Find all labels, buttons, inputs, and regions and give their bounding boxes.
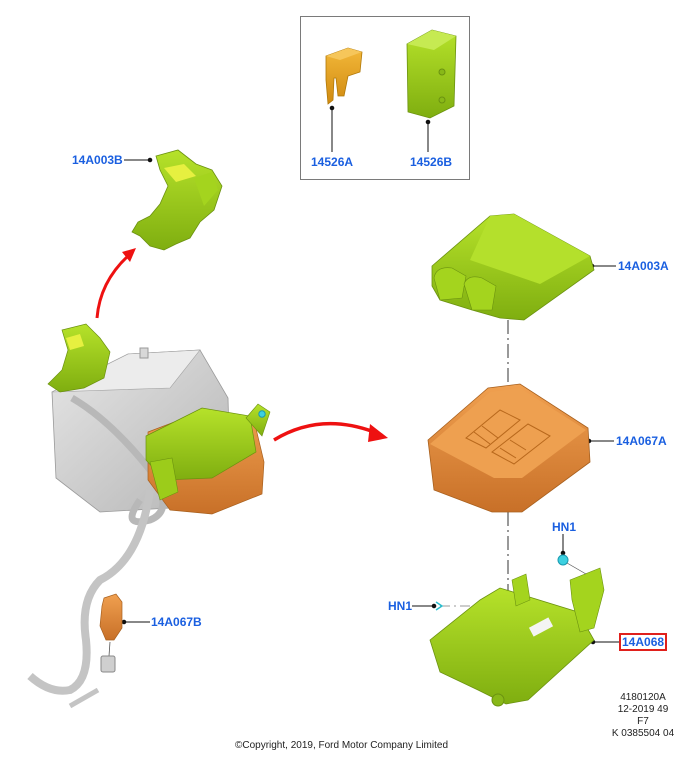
callout-14a067a[interactable]: 14A067A — [616, 434, 667, 448]
small-cover-part — [131, 149, 223, 251]
callout-14a068-highlighted[interactable]: 14A068 — [618, 633, 668, 651]
reference-line-3: F7 — [637, 716, 649, 727]
cartridge-fuse-part — [406, 29, 457, 119]
mini-fuse-part — [325, 47, 363, 105]
explode-arrow-right — [273, 421, 388, 442]
relay-connector-part — [99, 593, 123, 673]
callout-14a067b[interactable]: 14A067B — [151, 615, 202, 629]
fuse-box-part — [427, 383, 591, 513]
callout-14a003b[interactable]: 14A003B — [72, 153, 123, 167]
callout-14a003a[interactable]: 14A003A — [618, 259, 669, 273]
reference-code: 4180120A 12-2019 49 F7 K 0385504 04 — [598, 692, 683, 740]
fuse-inset-frame — [300, 16, 470, 180]
callout-hn1-top[interactable]: HN1 — [552, 520, 577, 534]
copyright-notice: ©Copyright, 2019, Ford Motor Company Lim… — [234, 740, 449, 751]
callout-hn1-left[interactable]: HN1 — [388, 599, 413, 613]
main-cover-part — [431, 213, 595, 321]
reference-line-1: 4180120A — [620, 692, 666, 703]
hn1-clip-top — [557, 554, 587, 575]
leader-lines — [121, 105, 620, 645]
callout-14526a[interactable]: 14526A — [311, 155, 354, 169]
bracket-part — [429, 567, 605, 707]
reference-line-2: 12-2019 49 — [617, 704, 669, 715]
battery-assembly — [27, 323, 271, 709]
callout-14526b[interactable]: 14526B — [410, 155, 453, 169]
explode-arrow-up — [95, 248, 136, 319]
hn1-clip-left — [435, 601, 444, 611]
reference-line-4: K 0385504 04 — [611, 728, 675, 739]
